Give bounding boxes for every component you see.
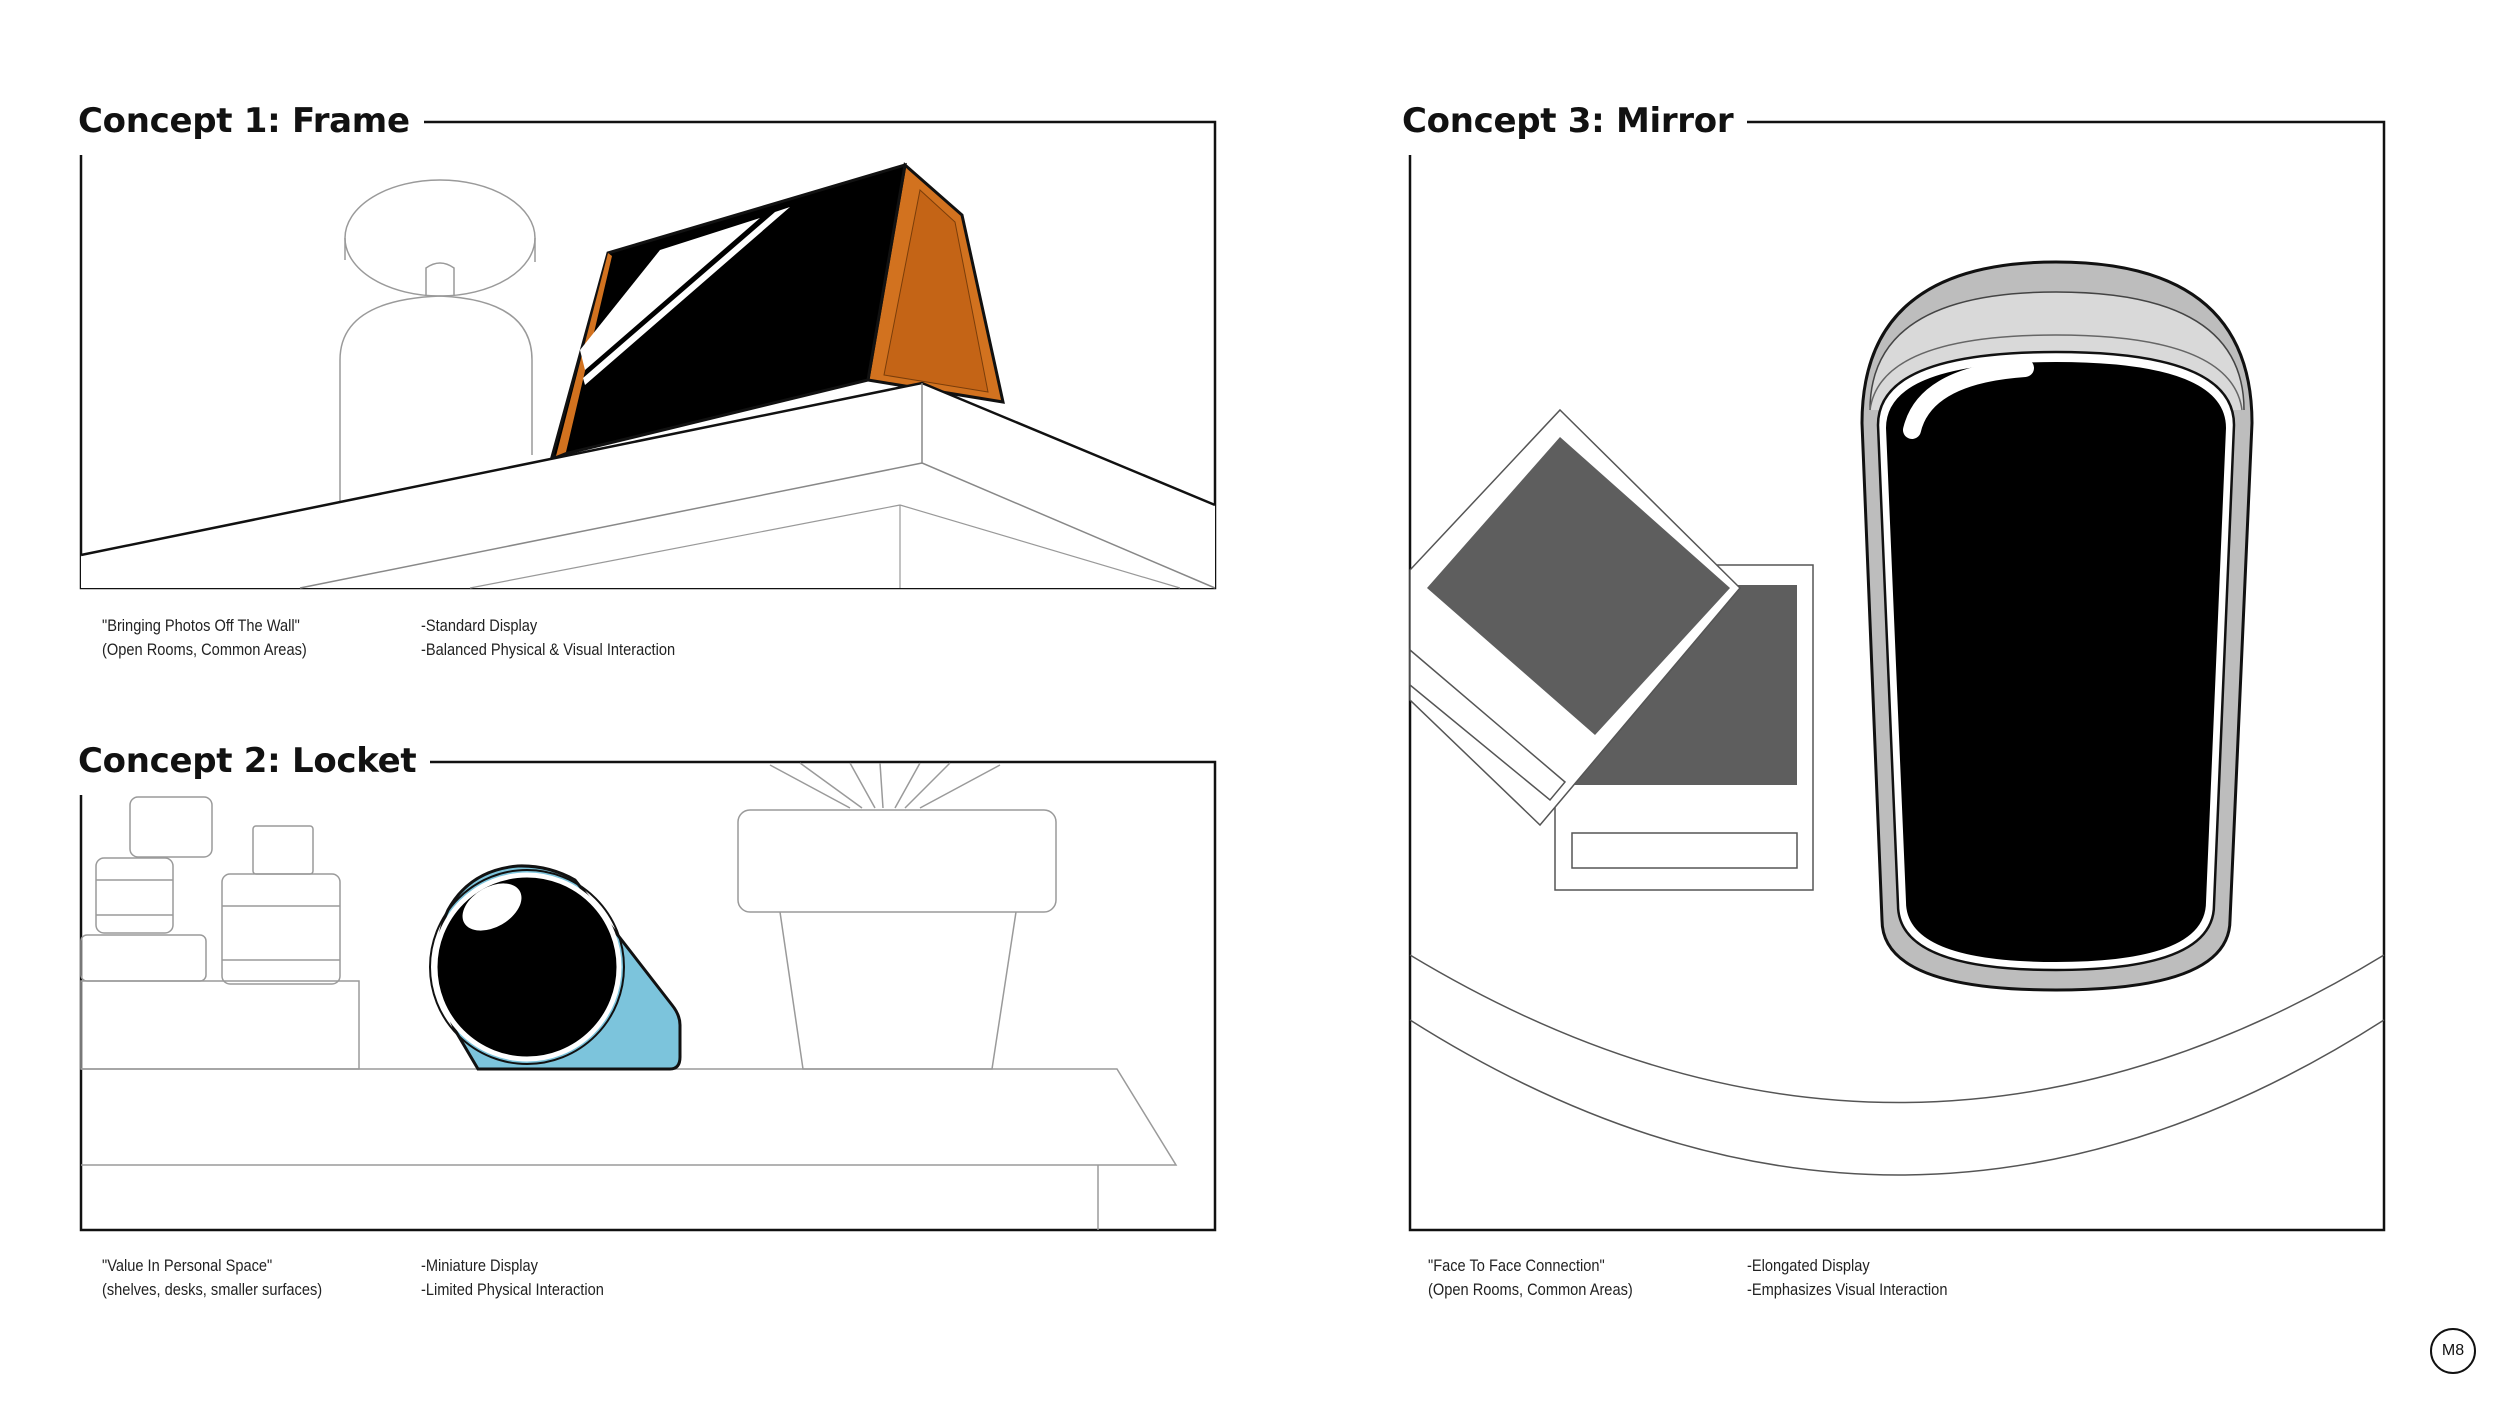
locket-desk xyxy=(81,1068,1178,1230)
concept-3-feature-1: -Elongated Display xyxy=(1747,1256,1870,1275)
concept-3-title: Concept 3: Mirror xyxy=(1402,101,1748,141)
concept-3-tagline: "Face To Face Connection" xyxy=(1428,1256,1605,1275)
concept-1-context: (Open Rooms, Common Areas) xyxy=(102,640,307,659)
polaroid-photos xyxy=(1409,408,1814,891)
concept-2-feature-1: -Miniature Display xyxy=(421,1256,539,1275)
concept-1-illustration xyxy=(79,120,1217,590)
frame-shelf xyxy=(80,381,1216,589)
concept-3-feature-2: -Emphasizes Visual Interaction xyxy=(1747,1280,1948,1299)
concept-2-feature-2: -Limited Physical Interaction xyxy=(421,1280,604,1299)
lamp-outline xyxy=(339,179,536,510)
concept-3-illustration xyxy=(1408,120,2386,1232)
concept-2-title: Concept 2: Locket xyxy=(78,741,431,781)
concept-1-feature-1: -Standard Display xyxy=(421,616,538,635)
locket-device xyxy=(429,864,682,1071)
mirror-device xyxy=(1860,260,2254,992)
concept-1-tagline: "Bringing Photos Off The Wall" xyxy=(102,616,300,635)
concept-2-illustration xyxy=(79,760,1217,1232)
page-number-badge: M8 xyxy=(2430,1328,2476,1374)
concept-1-title: Concept 1: Frame xyxy=(78,101,424,141)
concept-1-feature-2: -Balanced Physical & Visual Interaction xyxy=(421,640,676,659)
concept-2-tagline: "Value In Personal Space" xyxy=(102,1256,273,1275)
plant-pot-outline xyxy=(737,762,1057,1070)
concept-2-context: (shelves, desks, smaller surfaces) xyxy=(102,1280,323,1299)
table-arcs xyxy=(1409,954,2385,1176)
frame-device xyxy=(549,162,1005,460)
concept-3-context: (Open Rooms, Common Areas) xyxy=(1428,1280,1633,1299)
bottles-outline xyxy=(80,796,360,1070)
